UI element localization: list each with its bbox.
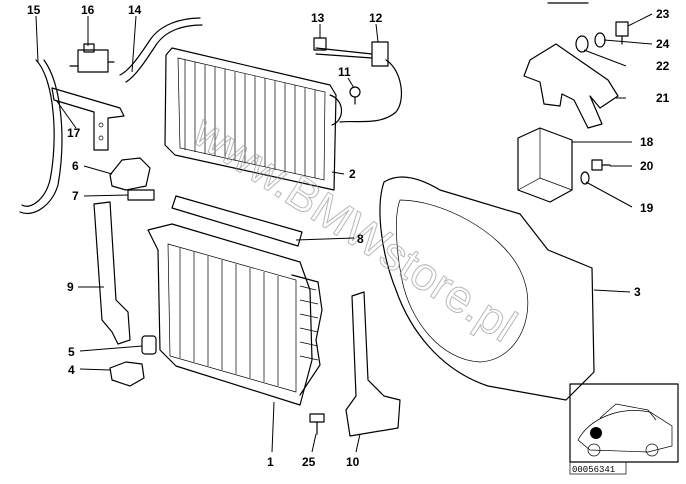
part-7-clip	[127, 189, 155, 201]
callout-13: 13	[311, 11, 325, 25]
vehicle-thumbnail	[569, 383, 679, 463]
callout-16: 16	[81, 3, 95, 17]
part-22-washer	[575, 35, 589, 53]
callout-15: 15	[27, 3, 41, 17]
callout-24: 24	[656, 37, 670, 51]
callout-10: 10	[346, 455, 360, 469]
callout-20: 20	[640, 159, 654, 173]
callout-21: 21	[656, 91, 670, 105]
callout-2: 2	[349, 167, 356, 181]
part-20-screw	[591, 159, 611, 171]
part-25-screw	[309, 413, 325, 435]
part-3-fan-shroud	[379, 176, 595, 401]
callout-11: 11	[338, 65, 351, 79]
callout-12: 12	[369, 11, 383, 25]
part-14-hose	[119, 17, 203, 83]
callout-17: 17	[67, 126, 81, 140]
callout-6: 6	[72, 159, 79, 173]
part-15-hose	[19, 59, 63, 214]
callout-3: 3	[634, 285, 641, 299]
part-12-sensor	[315, 41, 389, 67]
part-11-screw	[349, 86, 361, 105]
part-13-clip	[313, 37, 327, 51]
location-marker	[590, 427, 602, 439]
part-2-condenser	[164, 47, 343, 191]
part-23-bolt	[615, 21, 629, 45]
callout-8: 8	[357, 232, 364, 246]
part-17-bracket	[51, 87, 125, 151]
leader-lines	[35, 13, 653, 453]
callout-1: 1	[267, 455, 274, 469]
callout-5: 5	[68, 345, 75, 359]
callout-22: 22	[656, 59, 670, 73]
callout-23: 23	[656, 7, 670, 21]
callout-9: 9	[67, 280, 74, 294]
callout-7: 7	[72, 189, 79, 203]
callout-25: 25	[302, 455, 316, 469]
reference-box	[569, 461, 627, 475]
part-10-air-guide	[345, 291, 401, 437]
part-12-hose	[339, 59, 403, 123]
part-16-sensor	[69, 43, 115, 73]
part-21-bracket	[523, 43, 619, 129]
part-6-mount	[109, 157, 151, 191]
part-8-seal	[171, 195, 303, 247]
callout-14: 14	[128, 3, 142, 17]
watermark: www.BMWstore.pl	[184, 104, 526, 351]
reference-code: 00056341	[572, 465, 615, 475]
callout-4: 4	[68, 363, 75, 377]
part-1-radiator	[147, 223, 323, 406]
part-19-washer	[580, 171, 590, 185]
part-9-air-guide	[93, 201, 131, 345]
callout-18: 18	[640, 135, 654, 149]
part-5-plug	[141, 335, 157, 355]
part-4-mount	[109, 361, 145, 387]
callout-19: 19	[640, 201, 654, 215]
part-24-washer	[594, 32, 606, 48]
part-18-module	[517, 127, 573, 203]
